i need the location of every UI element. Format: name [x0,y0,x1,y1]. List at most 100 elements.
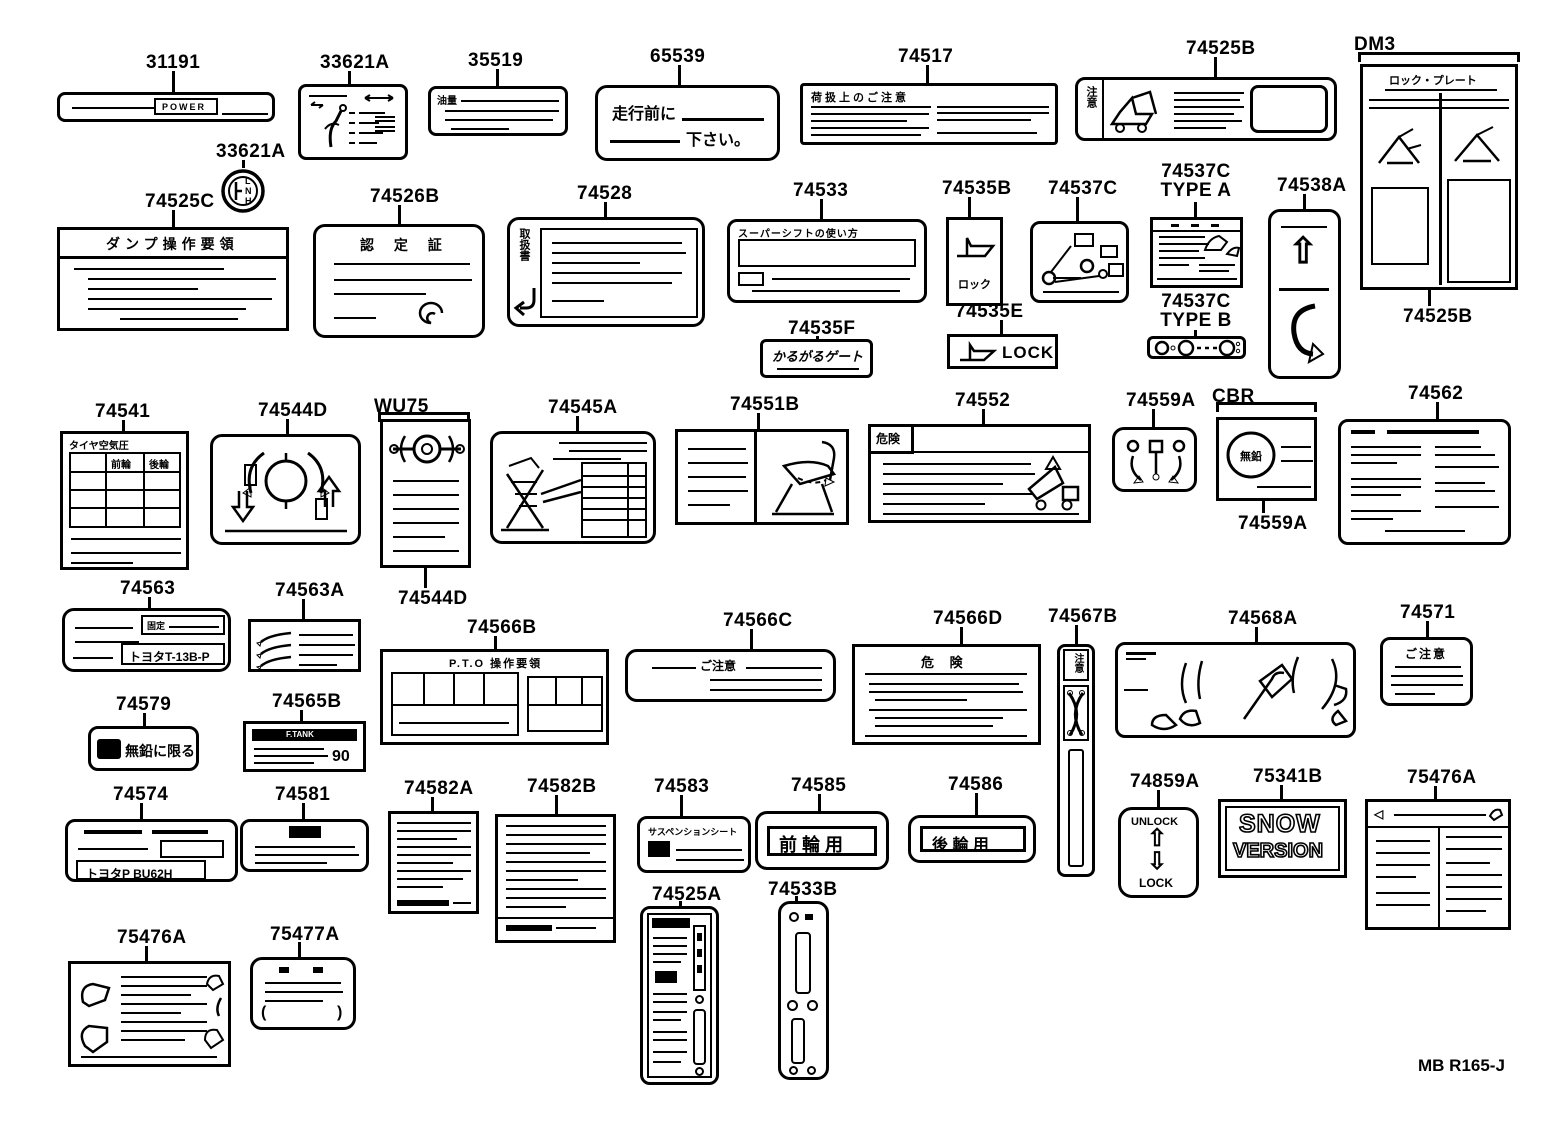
callout-74525B[interactable]: 74525B [1186,38,1256,59]
stroke [583,497,645,499]
callout-74859A[interactable]: 74859A [1130,771,1200,792]
stroke [1102,80,1104,138]
callout-75477A[interactable]: 75477A [270,924,340,945]
callout-74533B[interactable]: 74533B [768,879,838,900]
unleaded-circle-icon: 無鉛 [1226,431,1276,479]
callout-74544D-wu75[interactable]: 74544D [398,588,468,609]
stroke [653,1019,681,1021]
rear-col-header: 後輪 [149,460,169,471]
stroke [552,262,640,264]
stroke [1395,666,1461,668]
callout-74535B[interactable]: 74535B [942,178,1012,199]
callout-35519[interactable]: 35519 [468,50,524,71]
caution-line1-text: 走行前に [612,106,677,123]
callout-74566D[interactable]: 74566D [933,608,1003,629]
callout-74563A[interactable]: 74563A [275,580,345,601]
caution-vertical-text: 注意 [1072,653,1083,673]
paren-close: ) [337,1004,343,1021]
callout-74582B[interactable]: 74582B [527,776,597,797]
callout-31191[interactable]: 31191 [146,52,201,73]
callout-75476A[interactable]: 75476A [1407,767,1477,788]
callout-74571[interactable]: 74571 [1400,602,1456,623]
plate-74568A [1115,642,1356,738]
callout-74517[interactable]: 74517 [898,46,954,67]
callout-CBR[interactable]: CBR [1212,386,1255,407]
callout-74535E[interactable]: 74535E [955,301,1024,322]
stroke [1079,730,1085,736]
plate-75477A: ( ) [250,957,356,1030]
stroke [1446,898,1502,900]
stroke [1351,494,1401,496]
callout-74566C[interactable]: 74566C [723,610,793,631]
stroke [498,917,613,919]
callout-74586[interactable]: 74586 [948,774,1004,795]
callout-74566B[interactable]: 74566B [467,617,537,638]
callout-75341B[interactable]: 75341B [1253,766,1323,787]
callout-74535F[interactable]: 74535F [788,318,856,339]
callout-74552[interactable]: 74552 [955,390,1011,411]
callout-74551B[interactable]: 74551B [730,394,800,415]
callout-74541[interactable]: 74541 [95,401,151,422]
callout-74583[interactable]: 74583 [654,776,710,797]
plate-74582A [388,811,479,914]
callout-33621A-badge[interactable]: 33621A [216,141,286,162]
leader-line [148,597,151,608]
stroke [1321,658,1338,710]
leader-line [818,794,821,811]
callout-74525C[interactable]: 74525C [145,191,215,212]
lock-text: LOCK [1139,876,1173,890]
stroke [653,953,687,955]
callout-74537C[interactable]: 74537C [1048,178,1118,199]
callout-74565B[interactable]: 74565B [272,691,342,712]
stroke [811,127,929,129]
callout-74525A[interactable]: 74525A [652,884,722,905]
callout-74574[interactable]: 74574 [113,784,169,805]
callout-74544D[interactable]: 74544D [258,400,328,421]
stroke [1385,530,1465,532]
callout-74559A[interactable]: 74559A [1126,390,1196,411]
plate-74517: 荷扱上のご注意 [800,83,1058,145]
stroke [364,94,394,102]
gate-slot [795,932,811,994]
stroke [1376,904,1430,906]
stroke [71,562,133,564]
jack-icon [1454,126,1500,163]
callout-74563[interactable]: 74563 [120,578,176,599]
stroke [506,906,566,908]
stroke [1446,862,1490,864]
callout-74525B-dm3[interactable]: 74525B [1403,306,1473,327]
callout-74581[interactable]: 74581 [275,784,331,805]
stroke [1152,473,1160,481]
down-arrow-icon: ⇩ [1147,848,1168,875]
callout-74538A[interactable]: 74538A [1277,175,1347,196]
callout-DM3[interactable]: DM3 [1354,34,1396,55]
stroke [1291,303,1316,357]
stroke [72,107,158,109]
callout-74568A[interactable]: 74568A [1228,608,1298,629]
callout-74579[interactable]: 74579 [116,694,172,715]
callout-74528[interactable]: 74528 [577,183,633,204]
stroke [676,859,744,861]
stroke [1159,257,1205,259]
stroke [445,119,553,121]
callout-74533[interactable]: 74533 [793,180,849,201]
stroke [811,134,921,136]
callout-74526B[interactable]: 74526B [370,186,440,207]
callout-74545A[interactable]: 74545A [548,397,618,418]
callout-WU75[interactable]: WU75 [374,396,429,417]
plate-74579: 無鉛に限る [88,726,199,771]
callout-74567B[interactable]: 74567B [1048,606,1118,627]
callout-74562[interactable]: 74562 [1408,383,1464,404]
callout-74582A[interactable]: 74582A [404,778,474,799]
crossed-straps-icon [1067,690,1085,736]
callout-74585[interactable]: 74585 [791,775,847,796]
callout-33621A[interactable]: 33621A [320,52,390,73]
stroke [121,994,191,996]
callout-75476A-left[interactable]: 75476A [117,927,187,948]
callout-74559A-cbr[interactable]: 74559A [1238,513,1308,534]
stroke [556,927,596,929]
stroke [883,463,1031,465]
callout-65539[interactable]: 65539 [650,46,706,67]
